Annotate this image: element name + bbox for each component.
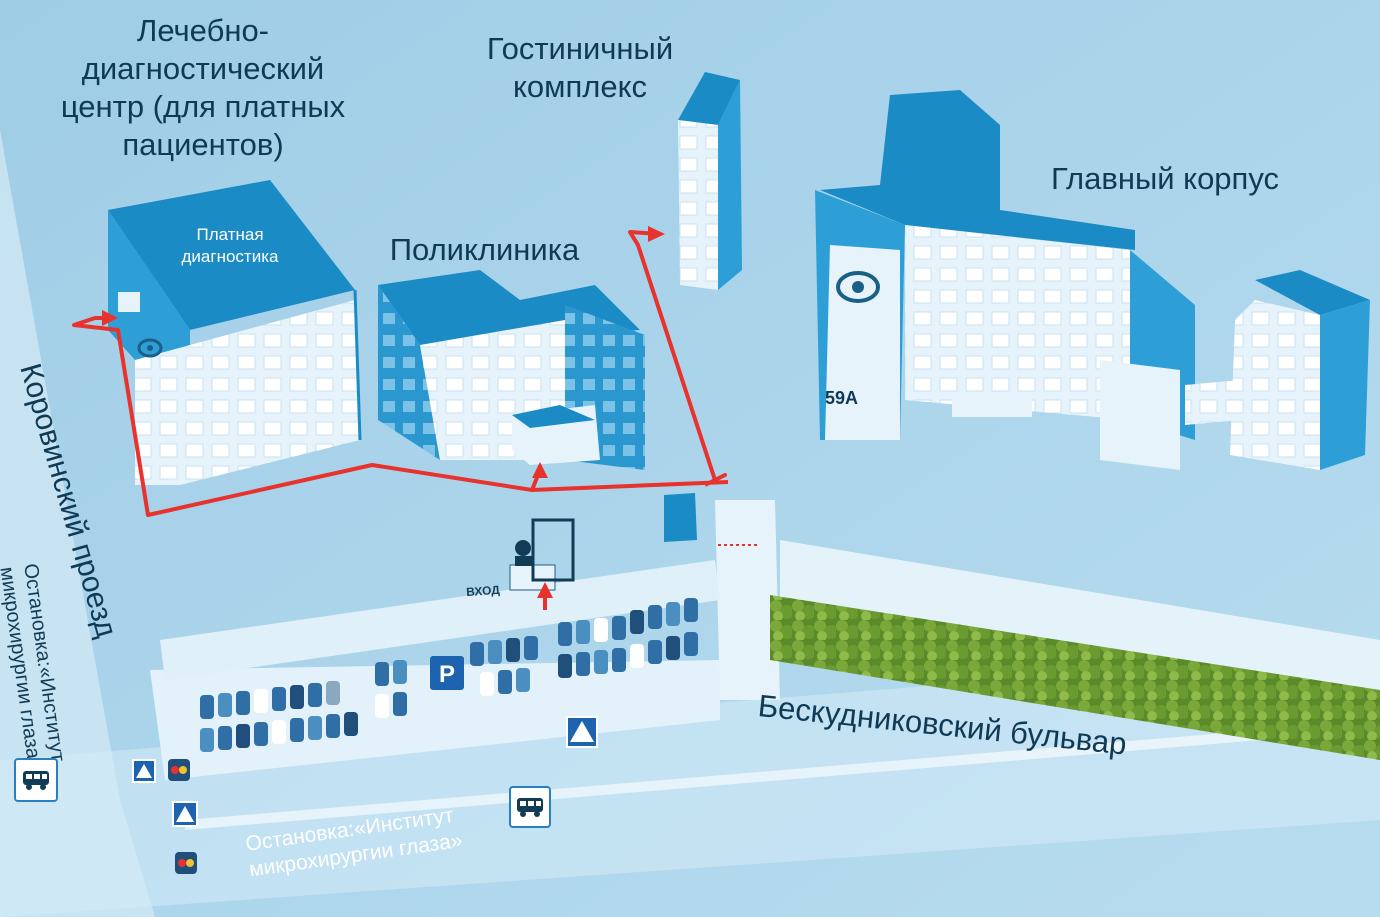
- label-line: диагностика: [181, 247, 279, 266]
- security-guard-icon: [514, 538, 532, 556]
- route-arrows: [102, 226, 665, 598]
- route-arrow-icon: [532, 462, 548, 478]
- bus-stop-sign-left[interactable]: [14, 758, 58, 802]
- label-line: комплекс: [513, 69, 647, 104]
- parked-cars: [200, 598, 698, 752]
- label-polyclinic: Поликлиника: [389, 232, 580, 267]
- bus-icon: [23, 771, 49, 790]
- eye-logo-icon: [137, 338, 163, 358]
- label-diagnostic-center: Лечебно- диагностический центр (для плат…: [28, 12, 378, 164]
- traffic-light-icon: [175, 852, 197, 874]
- kiosk: [664, 493, 697, 542]
- label-line: Платная: [196, 225, 264, 244]
- parking-letter: P: [439, 661, 455, 688]
- roads: [0, 130, 1380, 917]
- label-line: пациентов): [122, 127, 284, 162]
- bus-stop-sign-bottom[interactable]: [509, 786, 551, 828]
- building-diagnostic-center[interactable]: [108, 180, 362, 485]
- route-arrow-icon: [102, 310, 118, 326]
- label-main-building: Главный корпус: [1050, 161, 1279, 196]
- traffic-light-icon: [168, 759, 190, 781]
- label-hotel-complex: Гостиничный комплекс: [455, 30, 705, 106]
- pedestrian-crossing-icon: [172, 801, 198, 827]
- label-line: диагностический: [81, 51, 325, 86]
- bus-icon: [517, 798, 543, 817]
- label-paid-diagnostics: Платная диагностика: [160, 224, 300, 268]
- entrance-checkpoint[interactable]: [509, 518, 575, 591]
- pedestrian-crossing-icon: [132, 759, 156, 783]
- building-main[interactable]: [815, 90, 1370, 470]
- label-line: Гостиничный: [486, 31, 674, 66]
- eye-logo-icon: [836, 271, 880, 303]
- route-arrow-icon: [648, 226, 665, 242]
- building-number: 59А: [825, 388, 859, 408]
- tree-line: [770, 595, 1380, 760]
- building-polyclinic[interactable]: [378, 270, 645, 470]
- label-line: центр (для платных: [60, 89, 346, 124]
- pedestrian-crossing-icon: [566, 716, 598, 748]
- label-line: Лечебно-: [136, 13, 270, 48]
- parking-icon: P: [430, 656, 464, 690]
- route-path: [72, 230, 729, 610]
- building-hotel[interactable]: [678, 72, 742, 290]
- route-arrow-icon: [537, 582, 553, 598]
